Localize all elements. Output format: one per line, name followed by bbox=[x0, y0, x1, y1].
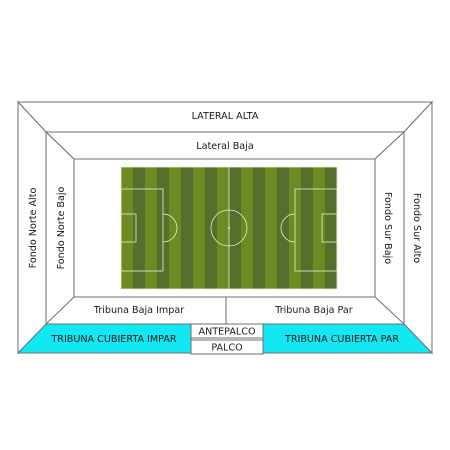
section-lateral-baja[interactable] bbox=[44, 131, 406, 160]
pitch-stripe bbox=[181, 167, 194, 289]
pitch-stripe bbox=[229, 167, 242, 289]
section-antepalco[interactable] bbox=[190, 323, 264, 339]
section-fondo-sur-bajo[interactable] bbox=[374, 130, 405, 327]
pitch-stripe bbox=[253, 167, 266, 289]
pitch-stripe bbox=[217, 167, 230, 289]
section-fondo-norte-alto[interactable] bbox=[17, 100, 47, 355]
pitch-stripe bbox=[325, 167, 338, 289]
section-tribuna-baja-par[interactable] bbox=[225, 296, 406, 325]
pitch-left-goal-area bbox=[120, 213, 137, 243]
pitch-stripe bbox=[277, 167, 290, 289]
section-lateral-alta[interactable] bbox=[16, 101, 434, 133]
pitch-stripe bbox=[301, 167, 314, 289]
pitch-stripe bbox=[121, 167, 134, 289]
pitch-right-goal-area bbox=[321, 213, 338, 243]
section-tribuna-cubierta-par[interactable] bbox=[262, 323, 434, 354]
pitch-center-circle bbox=[210, 209, 248, 247]
pitch-stripe bbox=[169, 167, 182, 289]
section-tribuna-cubierta-impar[interactable] bbox=[16, 323, 192, 354]
section-palco[interactable] bbox=[190, 339, 264, 355]
pitch-stripe bbox=[265, 167, 278, 289]
football-pitch bbox=[120, 166, 338, 290]
pitch-stripe bbox=[133, 167, 146, 289]
pitch-stripe bbox=[313, 167, 326, 289]
pitch-stripe bbox=[193, 167, 206, 289]
section-fondo-norte-bajo[interactable] bbox=[45, 130, 75, 327]
pitch-stripes bbox=[121, 167, 338, 289]
section-fondo-sur-alto[interactable] bbox=[403, 100, 433, 355]
pitch-left-penalty-arc bbox=[162, 213, 178, 243]
pitch-center-spot bbox=[228, 227, 230, 229]
pitch-stripe bbox=[145, 167, 158, 289]
pitch-right-penalty-arc bbox=[280, 213, 296, 243]
section-tribuna-baja-impar[interactable] bbox=[44, 296, 227, 325]
